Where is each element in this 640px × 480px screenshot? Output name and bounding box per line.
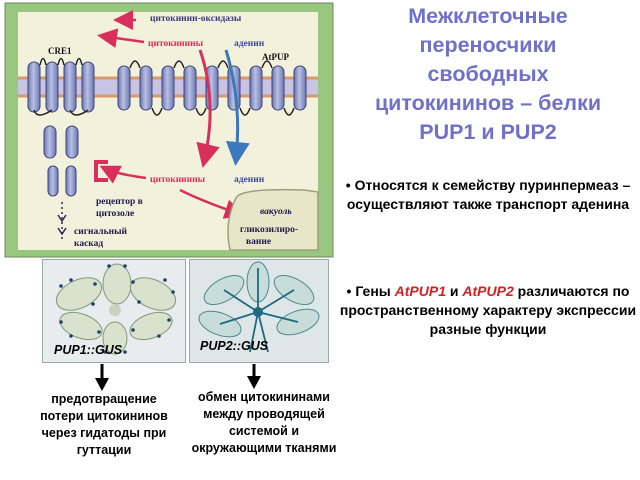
vacuole-shape bbox=[227, 188, 319, 251]
note-guttation: предотвращение потери цитокининов через … bbox=[40, 392, 168, 457]
cytokinins-mid-label: цитокинины bbox=[150, 175, 206, 185]
bullet-text-prefix: Гены bbox=[355, 283, 395, 299]
slide-title: Межклеточные переносчики свободных циток… bbox=[338, 2, 638, 147]
cre1-receptor-icon bbox=[27, 57, 95, 242]
adenine-top-label: аденин bbox=[234, 39, 265, 49]
cytokinins-top-label: цитокинины bbox=[148, 39, 204, 49]
pup1-gus-label: PUP1::GUS bbox=[54, 343, 123, 357]
cytokinin-oxidase-label: цитокинин-оксидазы bbox=[150, 14, 242, 24]
adenine-import-arrow-icon bbox=[224, 49, 250, 166]
cytokinin-transport-diagram: CRE1 AtPUP цитокинин-оксидазы цитокинины… bbox=[4, 2, 334, 258]
bullet-marker: • bbox=[346, 283, 352, 299]
bullet-text-joiner: и bbox=[446, 283, 463, 299]
cre1-label: CRE1 bbox=[48, 46, 72, 56]
title-line-3: свободных bbox=[427, 62, 549, 86]
signal-label-line2: каскад bbox=[74, 239, 103, 249]
gene-name-pup2: AtPUP2 bbox=[462, 283, 514, 299]
pup2-gus-label: PUP2::GUS bbox=[200, 339, 269, 353]
title-line-4: цитокининов – белки bbox=[374, 91, 602, 115]
pup1-gus-panel bbox=[42, 259, 186, 363]
pup2-gus-panel bbox=[189, 259, 329, 363]
gene-name-pup1: AtPUP1 bbox=[394, 283, 446, 299]
glycosylation-label-line2: вание bbox=[246, 237, 271, 247]
title-line-2: переносчики bbox=[419, 33, 557, 57]
bullet-marker: • bbox=[345, 177, 351, 193]
vacuole-label: вакуоль bbox=[260, 207, 292, 217]
cytokinin-to-receptor-arrow-icon bbox=[97, 28, 145, 49]
receptor-label-line1: рецептор в bbox=[96, 197, 143, 207]
atpup-label: AtPUP bbox=[262, 52, 289, 62]
bullet-purine-permease: • Относятся к семейству пуринпермеаз – о… bbox=[338, 176, 638, 214]
bullet-text-ending: разные функции bbox=[429, 321, 547, 337]
bullet-gene-expression: • Гены AtPUP1 и AtPUP2 различаются по пр… bbox=[338, 282, 638, 339]
cytokinin-to-cytosol-receptor-arrow-icon bbox=[99, 165, 147, 184]
bullet-text-suffix: различаются по пространственному характе… bbox=[339, 283, 637, 318]
pup2-rosette-image bbox=[198, 261, 320, 353]
down-arrow-right-icon bbox=[247, 364, 261, 389]
signal-label-line1: сигнальный bbox=[74, 226, 128, 237]
title-line-5: PUP1 и PUP2 bbox=[419, 120, 557, 144]
receptor-label-line2: цитозоле bbox=[96, 209, 134, 219]
atpup-transporter-icon bbox=[117, 60, 307, 116]
pup1-rosette-image bbox=[55, 263, 177, 355]
title-line-1: Межклеточные bbox=[408, 4, 568, 28]
down-arrow-left-icon bbox=[95, 364, 109, 391]
note-vascular-exchange: обмен цитокининами между проводящей сист… bbox=[191, 390, 337, 455]
cytokinin-import-arrow-icon bbox=[196, 49, 220, 168]
bullet-text: Относятся к семейству пуринпермеаз – осу… bbox=[346, 177, 631, 212]
cytosol-receptor-icon bbox=[94, 160, 108, 182]
glycosylation-label-line1: гликозилиро- bbox=[240, 225, 298, 235]
adenine-mid-label: аденин bbox=[234, 175, 265, 185]
